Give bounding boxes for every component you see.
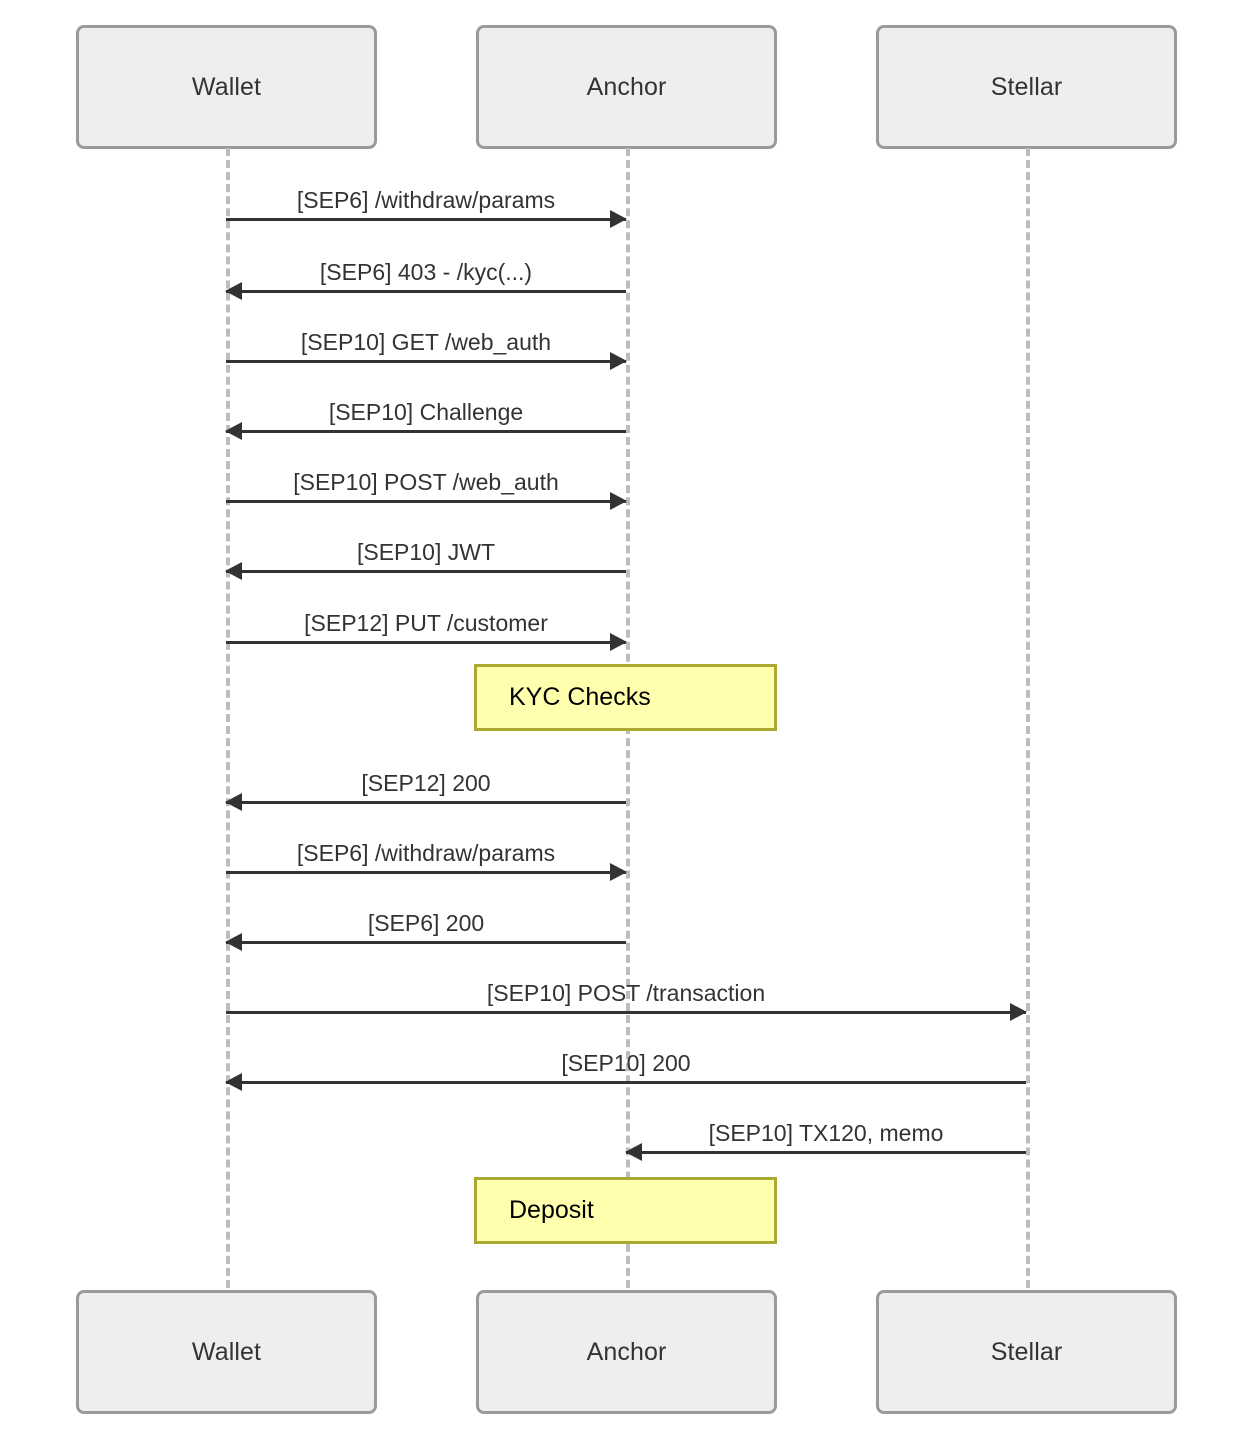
arrowhead-left-icon [225, 282, 242, 300]
arrowhead-right-icon [610, 492, 627, 510]
message-line [226, 941, 626, 944]
arrowhead-left-icon [225, 562, 242, 580]
arrowhead-left-icon [625, 1143, 642, 1161]
message-label: [SEP10] 200 [561, 1050, 691, 1076]
actor-label-anchor-bottom: Anchor [586, 1337, 667, 1366]
arrowhead-left-icon [225, 933, 242, 951]
actor-box-anchor-top[interactable]: Anchor [476, 25, 777, 149]
arrowhead-left-icon [225, 793, 242, 811]
arrowhead-right-icon [610, 352, 627, 370]
message-line [226, 360, 626, 363]
message-line [226, 1011, 1026, 1014]
actor-label-wallet-bottom: Wallet [191, 1337, 262, 1366]
message-line [226, 1081, 1026, 1084]
message-label: [SEP10] GET /web_auth [300, 329, 552, 355]
message-label: [SEP6] /withdraw/params [296, 840, 556, 866]
note-label: KYC Checks [509, 683, 651, 711]
note-deposit: Deposit [474, 1177, 777, 1244]
actor-box-stellar-bottom[interactable]: Stellar [876, 1290, 1177, 1414]
message-label: [SEP10] JWT [356, 539, 496, 565]
actor-box-wallet-bottom[interactable]: Wallet [76, 1290, 377, 1414]
actor-label-wallet-top: Wallet [191, 72, 262, 101]
message-label: [SEP6] 403 - /kyc(...) [319, 259, 533, 285]
actor-box-stellar-top[interactable]: Stellar [876, 25, 1177, 149]
arrowhead-right-icon [1010, 1003, 1027, 1021]
lifeline-wallet [226, 148, 230, 1300]
note-label: Deposit [509, 1196, 594, 1224]
message-label: [SEP6] /withdraw/params [296, 187, 556, 213]
arrowhead-right-icon [610, 210, 627, 228]
message-line [226, 430, 626, 433]
message-label: [SEP12] 200 [361, 770, 491, 796]
message-line [626, 1151, 1026, 1154]
actor-label-stellar-bottom: Stellar [990, 1337, 1063, 1366]
note-kyc-checks: KYC Checks [474, 664, 777, 731]
arrowhead-right-icon [610, 633, 627, 651]
arrowhead-left-icon [225, 422, 242, 440]
message-label: [SEP10] Challenge [328, 399, 524, 425]
lifeline-stellar [1026, 148, 1030, 1300]
message-line [226, 500, 626, 503]
actor-label-stellar-top: Stellar [990, 72, 1063, 101]
message-line [226, 570, 626, 573]
message-label: [SEP10] TX120, memo [708, 1120, 944, 1146]
actor-label-anchor-top: Anchor [586, 72, 667, 101]
actor-box-anchor-bottom[interactable]: Anchor [476, 1290, 777, 1414]
message-line [226, 641, 626, 644]
message-line [226, 801, 626, 804]
message-line [226, 871, 626, 874]
actor-box-wallet-top[interactable]: Wallet [76, 25, 377, 149]
message-label: [SEP6] 200 [367, 910, 485, 936]
message-label: [SEP10] POST /transaction [486, 980, 766, 1006]
message-label: [SEP10] POST /web_auth [293, 469, 559, 495]
message-line [226, 218, 626, 221]
arrowhead-right-icon [610, 863, 627, 881]
arrowhead-left-icon [225, 1073, 242, 1091]
message-line [226, 290, 626, 293]
message-label: [SEP12] PUT /customer [304, 610, 548, 636]
